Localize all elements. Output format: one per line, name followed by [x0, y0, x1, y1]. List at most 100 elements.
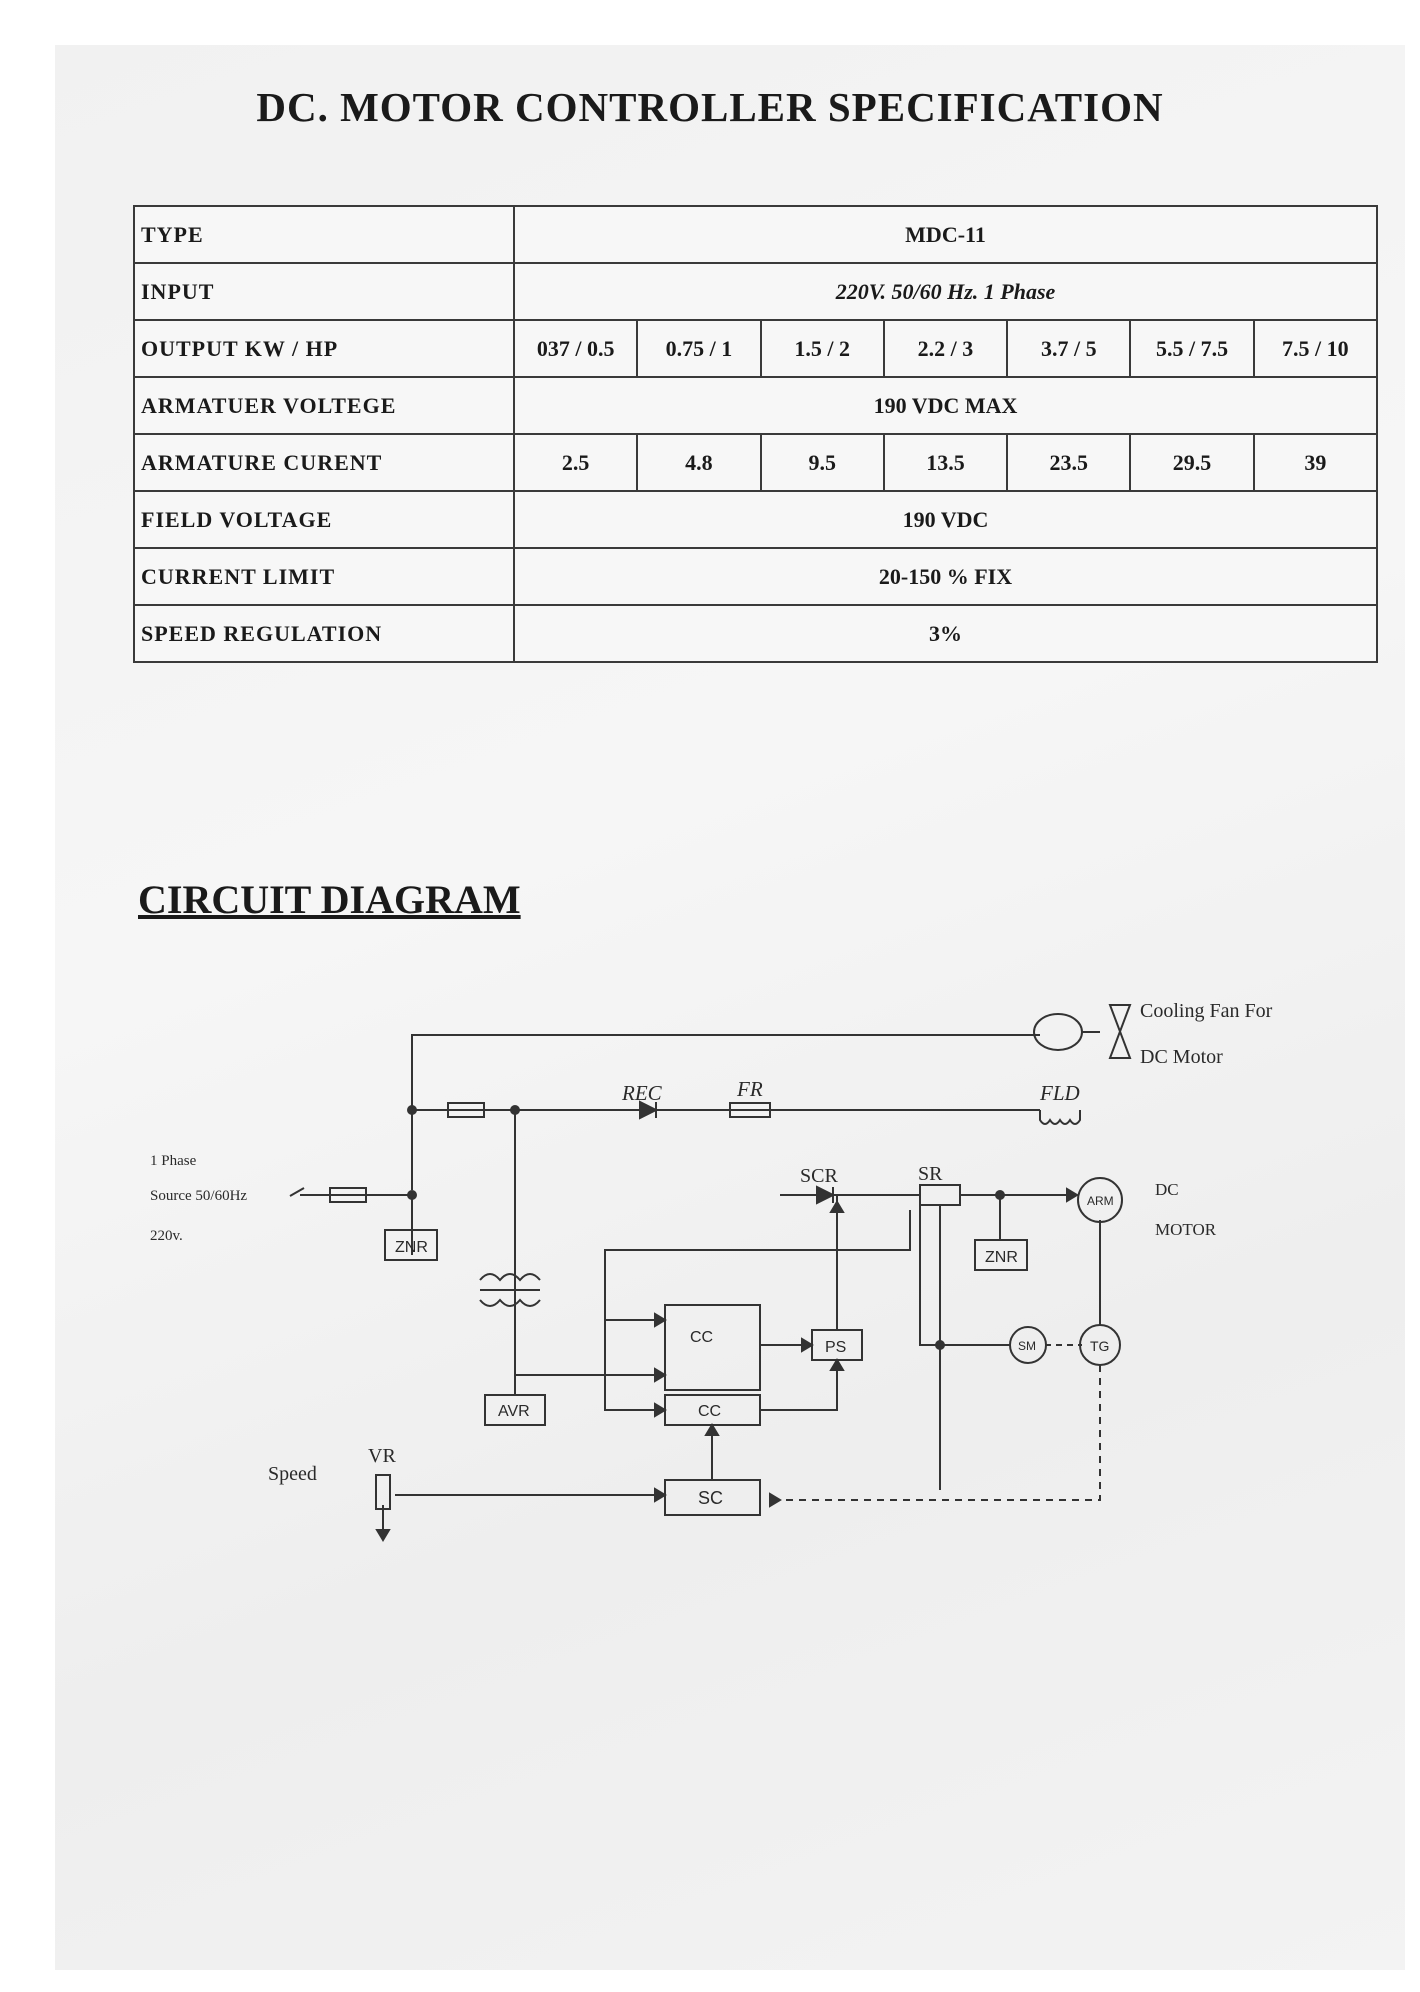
sm-circle [1009, 1326, 1047, 1364]
row-label-input: INPUT [133, 262, 515, 321]
arrow-icon [769, 1492, 782, 1508]
sr-label: SR [918, 1163, 943, 1185]
cc-lower-label: CC [698, 1403, 721, 1420]
dc-motor-label-2: MOTOR [1155, 1220, 1217, 1239]
arrow-icon [654, 1312, 667, 1328]
arm-label: ARM [1087, 1194, 1114, 1208]
junction-dot [995, 1190, 1005, 1200]
arrow-icon [654, 1487, 667, 1503]
field-coil-icon [1039, 1110, 1081, 1125]
tg-label: TG [1090, 1338, 1109, 1354]
armature-voltage-value: 190 VDC MAX [513, 376, 1378, 435]
sr-box [919, 1184, 961, 1206]
table-row: INPUT 220V. 50/60 Hz. 1 Phase [133, 262, 1378, 321]
vr-resistor [375, 1474, 391, 1510]
speed-label: Speed [268, 1463, 317, 1485]
source-label-3: 220v. [150, 1228, 183, 1244]
avr-label: AVR [498, 1403, 530, 1420]
type-value: MDC-11 [513, 205, 1378, 264]
ps-label: PS [825, 1339, 846, 1356]
fuse-rec-line [447, 1102, 485, 1118]
tg-circle [1079, 1324, 1121, 1366]
junction-dot [407, 1190, 417, 1200]
junction-dot [935, 1340, 945, 1350]
output-cell: 2.2 / 3 [882, 319, 1009, 378]
output-cell: 3.7 / 5 [1006, 319, 1132, 378]
rec-diode-icon [639, 1100, 659, 1120]
znr-left-box [384, 1229, 438, 1261]
arrow-icon [375, 1529, 391, 1542]
fan-blade-icon [1082, 1004, 1132, 1059]
spec-table: TYPE MDC-11 INPUT 220V. 50/60 Hz. 1 Phas… [133, 205, 1379, 663]
output-cell: 1.5 / 2 [759, 319, 885, 378]
vr-label: VR [368, 1445, 396, 1467]
sc-label: SC [698, 1488, 723, 1508]
znr-right-box [974, 1239, 1028, 1271]
arm-circle [1077, 1177, 1123, 1223]
current-cell: 4.8 [636, 433, 762, 492]
output-cell: 7.5 / 10 [1252, 319, 1379, 378]
sr-down-wire [919, 1205, 1010, 1346]
output-cell: 037 / 0.5 [512, 319, 639, 378]
field-voltage-value: 190 VDC [513, 490, 1378, 549]
input-value: 220V. 50/60 Hz. 1 Phase [513, 262, 1378, 321]
sm-label: SM [1018, 1339, 1036, 1353]
cc-loop-wire [604, 1210, 911, 1411]
scr-diode-icon [816, 1185, 836, 1205]
arrow-icon [654, 1367, 667, 1383]
circuit-title: CIRCUIT DIAGRAM [138, 877, 521, 922]
junction-dot [407, 1105, 417, 1115]
arrow-icon [704, 1423, 720, 1436]
znr-right-label: ZNR [985, 1249, 1018, 1266]
page-title: DC. MOTOR CONTROLLER SPECIFICATION [256, 84, 1164, 130]
znr-left-label: ZNR [395, 1239, 428, 1256]
arrow-icon [654, 1402, 667, 1418]
cc-upper-label: CC [690, 1329, 713, 1346]
tg-feedback-wire [780, 1365, 1101, 1501]
fan-motor-circle [1033, 1013, 1083, 1051]
source-label-2: Source 50/60Hz [150, 1188, 247, 1204]
arrow-icon [289, 1187, 305, 1197]
row-label-type: TYPE [133, 205, 515, 264]
cc-lower-to-ps-wire [760, 1368, 838, 1411]
top-bus-wire [411, 1034, 1040, 1190]
transformer-coil-icon [479, 1273, 541, 1307]
table-row: FIELD VOLTAGE 190 VDC [133, 490, 1378, 549]
junction-dot [510, 1105, 520, 1115]
row-label-armature-voltage: ARMATUER VOLTEGE [133, 376, 515, 435]
dc-motor-label: DC [1155, 1180, 1179, 1199]
table-row: TYPE MDC-11 [133, 205, 1378, 264]
row-label-field-voltage: FIELD VOLTAGE [133, 490, 515, 549]
cooling-fan-label-2: DC Motor [1140, 1046, 1223, 1068]
speed-regulation-value: 3% [513, 604, 1378, 663]
fld-label: FLD [1039, 1081, 1080, 1105]
table-row: ARMATURE CURENT 2.5 4.8 9.5 13.5 23.5 29… [133, 433, 1379, 492]
current-cell: 39 [1252, 433, 1379, 492]
table-row: SPEED REGULATION 3% [133, 604, 1378, 663]
fr-resistor [729, 1102, 771, 1118]
row-label-armature-current: ARMATURE CURENT [133, 433, 515, 492]
current-cell: 9.5 [759, 433, 885, 492]
table-row: OUTPUT KW / HP 037 / 0.5 0.75 / 1 1.5 / … [133, 319, 1379, 378]
row-label-speed-regulation: SPEED REGULATION [133, 604, 515, 663]
fuse-source [329, 1187, 367, 1203]
sc-box [664, 1479, 761, 1516]
current-cell: 23.5 [1006, 433, 1132, 492]
source-label-1: 1 Phase [150, 1153, 197, 1169]
current-cell: 13.5 [882, 433, 1009, 492]
output-cell: 0.75 / 1 [636, 319, 762, 378]
cooling-fan-label: Cooling Fan For [1140, 1000, 1273, 1022]
table-row: CURRENT LIMIT 20-150 % FIX [133, 547, 1378, 606]
current-limit-value: 20-150 % FIX [513, 547, 1378, 606]
row-label-current-limit: CURRENT LIMIT [133, 547, 515, 606]
current-cell: 29.5 [1129, 433, 1255, 492]
fr-label: FR [736, 1077, 763, 1101]
scr-label: SCR [800, 1165, 838, 1187]
rec-label: REC [621, 1081, 663, 1105]
arrow-icon [829, 1200, 845, 1213]
current-cell: 2.5 [512, 433, 639, 492]
avr-box [484, 1394, 546, 1426]
arrow-icon [1066, 1187, 1079, 1203]
output-cell: 5.5 / 7.5 [1129, 319, 1255, 378]
